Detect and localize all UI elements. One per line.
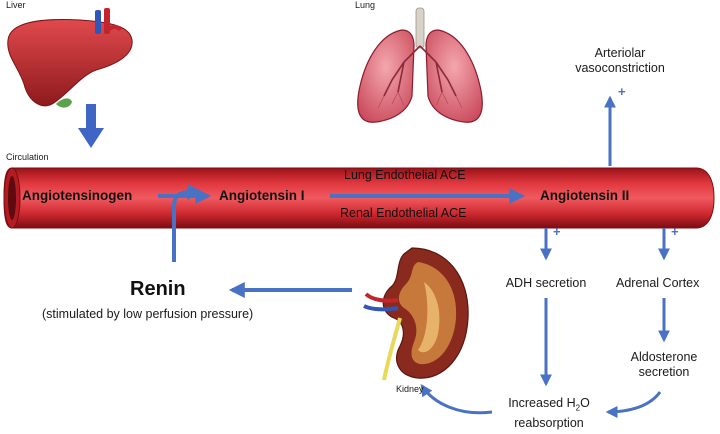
renin-to-vessel-arrow	[172, 184, 204, 262]
water-reabsorption-label: Increased H2O reabsorption	[490, 396, 608, 431]
lung-illustration	[357, 7, 483, 123]
adh-secretion-label: ADH secretion	[505, 276, 587, 290]
kidney-label: Kidney	[396, 384, 424, 394]
vasoconstriction-line2: vasoconstriction	[575, 61, 665, 75]
renal-ace-label: Renal Endothelial ACE	[340, 206, 467, 220]
vasoconstriction-label: Arteriolar vasoconstriction	[560, 46, 680, 76]
lung-label: Lung	[355, 0, 376, 10]
renin-title: Renin	[130, 278, 186, 300]
angiotensin-2-label: Angiotensin II	[540, 188, 630, 203]
effect-arrows	[420, 228, 670, 418]
water-line1: Increased H2O	[490, 396, 608, 416]
liver-to-circulation-arrow	[78, 104, 104, 148]
kidney-illustration	[363, 247, 469, 381]
lung-ace-label: Lung Endothelial ACE	[344, 168, 466, 182]
angiotensin-1-label: Angiotensin I	[219, 188, 305, 203]
aldosterone-line2: secretion	[638, 365, 690, 379]
circulation-label: Circulation	[6, 152, 49, 162]
adrenal-cortex-label: Adrenal Cortex	[616, 276, 700, 290]
water-line2: reabsorption	[514, 415, 584, 430]
aldosterone-line1: Aldosterone	[630, 350, 698, 364]
water-line1-post: O	[580, 396, 590, 410]
vasoconstriction-line1: Arteriolar	[594, 46, 646, 60]
renin-subtitle: (stimulated by low perfusion pressure)	[42, 307, 254, 321]
adrenal-plus: +	[671, 224, 679, 239]
water-line1-pre: Increased H	[508, 396, 576, 410]
liver-illustration	[7, 8, 133, 108]
aldosterone-label: Aldosterone secretion	[614, 350, 714, 380]
adh-plus: +	[553, 224, 561, 239]
liver-label: Liver	[6, 0, 26, 10]
angiotensinogen-label: Angiotensinogen	[22, 188, 133, 203]
water-line1-sub: 2	[575, 403, 581, 413]
vasoconstriction-plus: +	[618, 84, 626, 99]
